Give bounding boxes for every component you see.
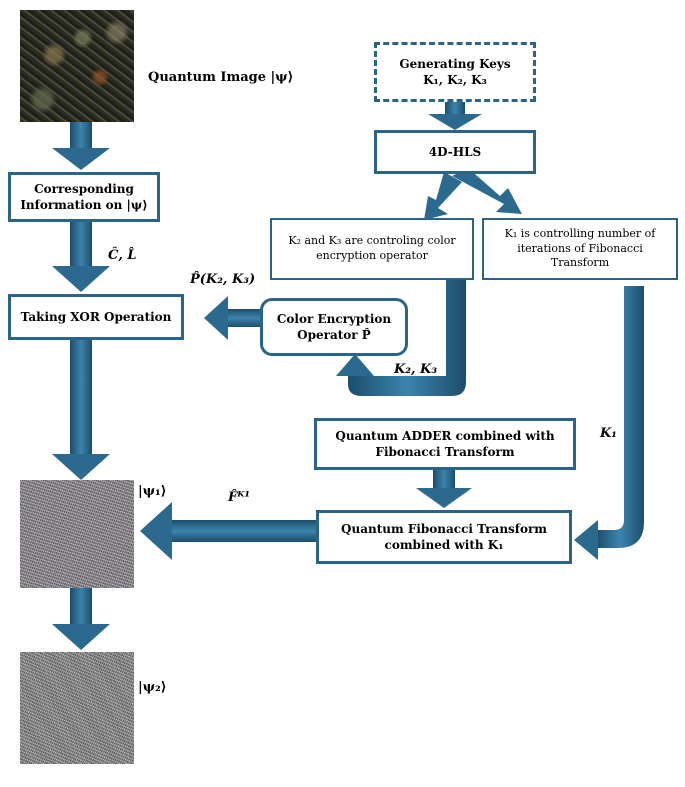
arrow-info-to-xor <box>52 220 110 292</box>
xor-operation-box: Taking XOR Operation <box>8 294 184 340</box>
arrow-psi1-to-psi2 <box>52 588 110 650</box>
arrow-k2k3-to-color <box>336 278 466 396</box>
quantum-fibonacci-transform-box: Quantum Fibonacci Transform combined wit… <box>316 510 572 564</box>
psi1-label: |ψ₁⟩ <box>138 484 167 499</box>
arrow-color-to-xor <box>204 296 260 340</box>
k2-k3-control-box: K₂ and K₃ are controling color encryptio… <box>270 218 474 280</box>
arrow-qft-to-psi1 <box>140 502 318 560</box>
generating-keys-text: Generating Keys K₁, K₂, K₃ <box>399 56 511 87</box>
quantum-fibonacci-transform-text: Quantum Fibonacci Transform combined wit… <box>341 521 547 552</box>
arrow-hls-to-k1 <box>452 168 522 214</box>
k2-k3-control-text: K₂ and K₃ are controling color encryptio… <box>288 234 456 262</box>
color-encryption-box: Color Encryption Operator P̂ <box>260 298 408 356</box>
psi2-label: |ψ₂⟩ <box>138 680 167 695</box>
arrow-label-k2-k3: K₂, K₃ <box>394 362 438 377</box>
arrow-label-k1: K₁ <box>600 426 617 441</box>
arrow-xor-to-psi1 <box>52 340 110 480</box>
quantum-adder-text: Quantum ADDER combined with Fibonacci Tr… <box>335 428 555 459</box>
arrow-image-to-info <box>52 122 110 170</box>
arrow-hls-to-k2k3 <box>424 172 462 220</box>
corresponding-info-text: Corresponding Information on |ψ⟩ <box>20 181 148 212</box>
color-encryption-text: Color Encryption Operator P̂ <box>276 311 392 342</box>
hls-text: 4D-HLS <box>428 144 482 159</box>
arrow-label-f-k1: F̂ᴷ¹ <box>228 490 251 505</box>
hls-box: 4D-HLS <box>374 130 536 174</box>
quantum-image <box>20 10 134 122</box>
corresponding-info-box: Corresponding Information on |ψ⟩ <box>8 172 160 222</box>
generating-keys-box: Generating Keys K₁, K₂, K₃ <box>374 42 536 102</box>
xor-operation-text: Taking XOR Operation <box>20 309 172 324</box>
psi2-image <box>20 652 134 764</box>
psi1-image <box>20 480 134 588</box>
arrow-k1-to-qft <box>574 286 644 560</box>
k1-control-text: K₁ is controlling number of iterations o… <box>504 226 656 270</box>
arrow-adder-to-qft <box>416 470 472 508</box>
quantum-adder-box: Quantum ADDER combined with Fibonacci Tr… <box>314 418 576 470</box>
quantum-image-label: Quantum Image |ψ⟩ <box>148 70 294 85</box>
k1-control-box: K₁ is controlling number of iterations o… <box>482 218 678 280</box>
arrow-label-p-k2-k3: P̂(K₂, K₃) <box>190 272 256 287</box>
arrow-keys-to-hls <box>428 102 482 130</box>
arrow-label-c-l: Ĉ, L̂ <box>108 248 137 263</box>
